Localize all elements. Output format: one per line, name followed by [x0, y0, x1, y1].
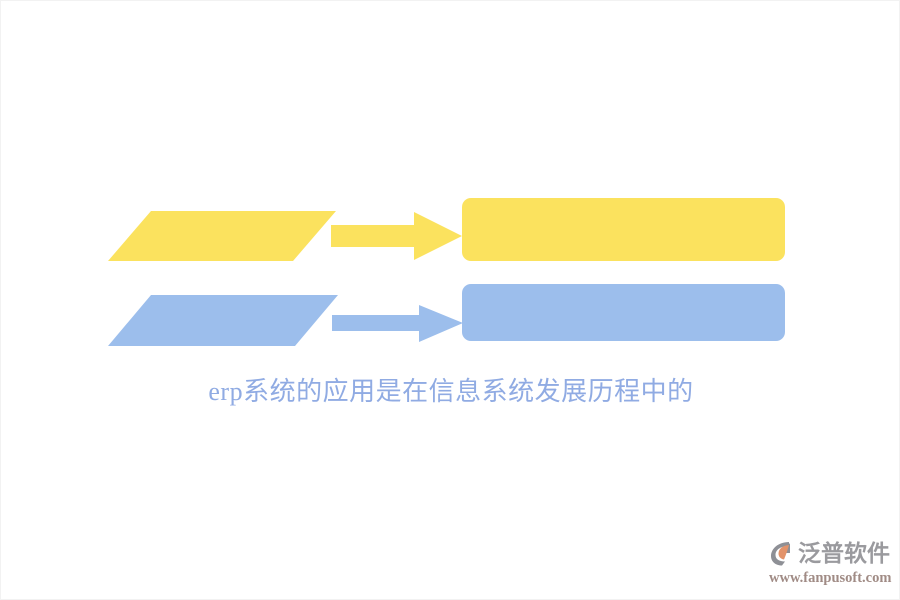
- flow-row-yellow: [108, 198, 785, 261]
- yellow-input-parallelogram[interactable]: [108, 211, 336, 261]
- blue-flow-arrow-icon[interactable]: [332, 305, 463, 342]
- blue-input-parallelogram[interactable]: [108, 295, 338, 346]
- watermark-brand-text: 泛普软件: [798, 540, 890, 566]
- blue-output-box[interactable]: [462, 284, 785, 341]
- watermark-brand-row: 泛普软件: [767, 537, 895, 569]
- page-caption: erp系统的应用是在信息系统发展历程中的: [208, 377, 694, 406]
- fanpu-logo-icon: [771, 542, 790, 566]
- watermark: 泛普软件 www.fanpusoft.com: [767, 537, 895, 589]
- watermark-url-text: www.fanpusoft.com: [769, 570, 892, 586]
- yellow-output-box[interactable]: [462, 198, 785, 261]
- flow-row-blue: [108, 284, 785, 346]
- yellow-flow-arrow-icon[interactable]: [331, 212, 462, 260]
